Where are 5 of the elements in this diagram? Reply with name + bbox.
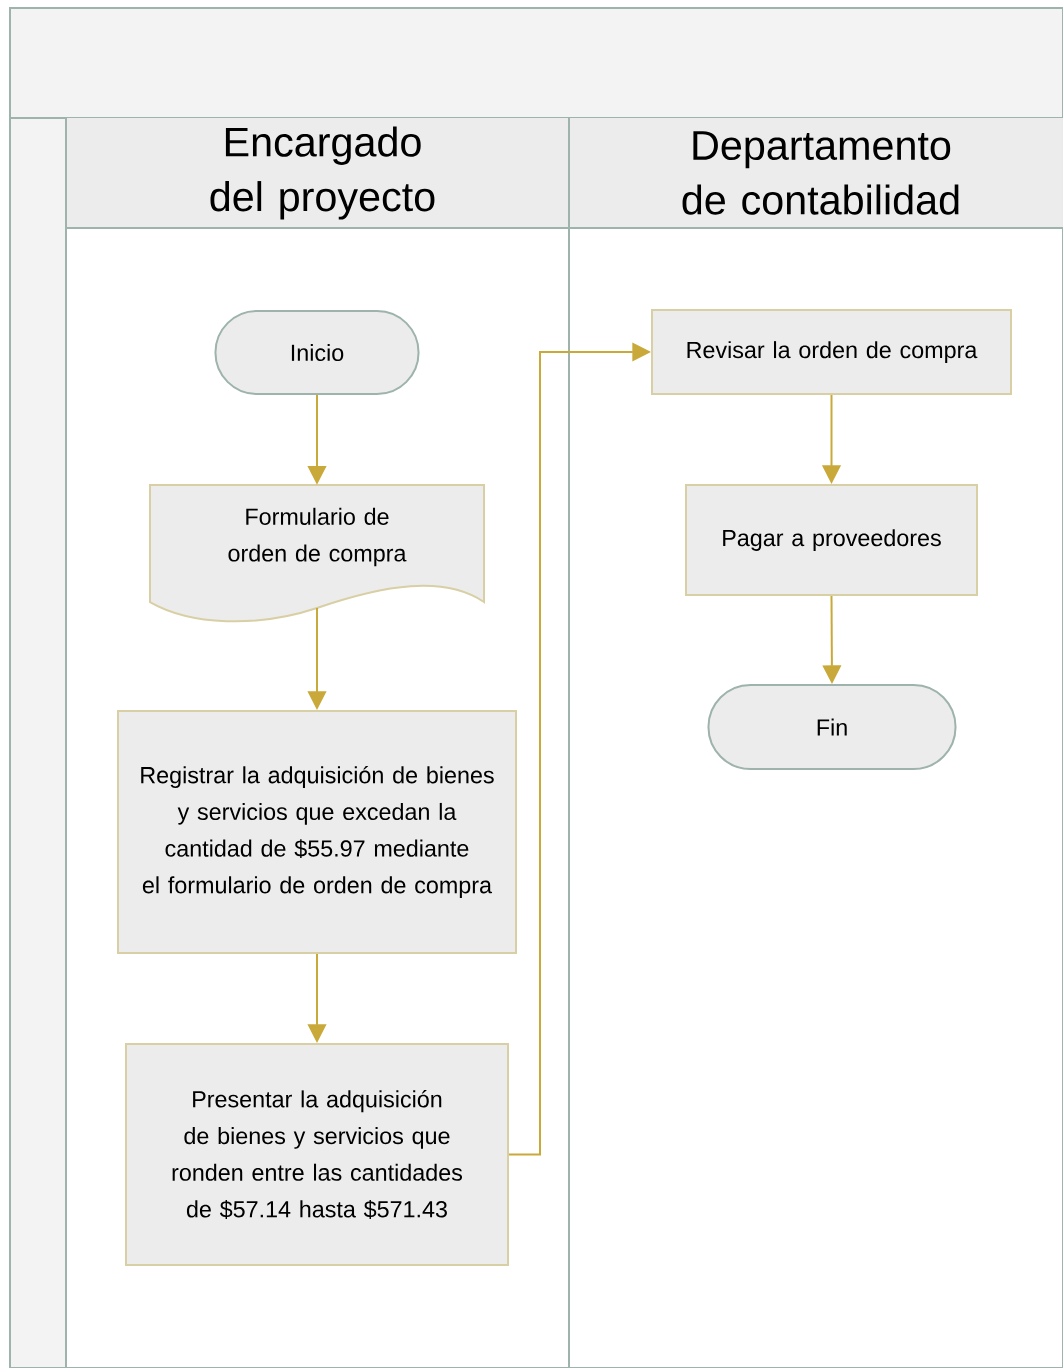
process-box: Pagar a proveedores [685,484,978,596]
process-box: Revisar la orden de compra [651,309,1012,395]
pool-frame [9,7,1063,1368]
process-box: Presentar la adquisición de bienes y servicios que ronden entre las cantidades de $57.14 hasta $571.43 [125,1043,509,1266]
process-box: Registrar la adquisición de bienes y servicios que excedan la cantidad de $55.97 mediante el formulario de orden de compra [117,710,517,954]
